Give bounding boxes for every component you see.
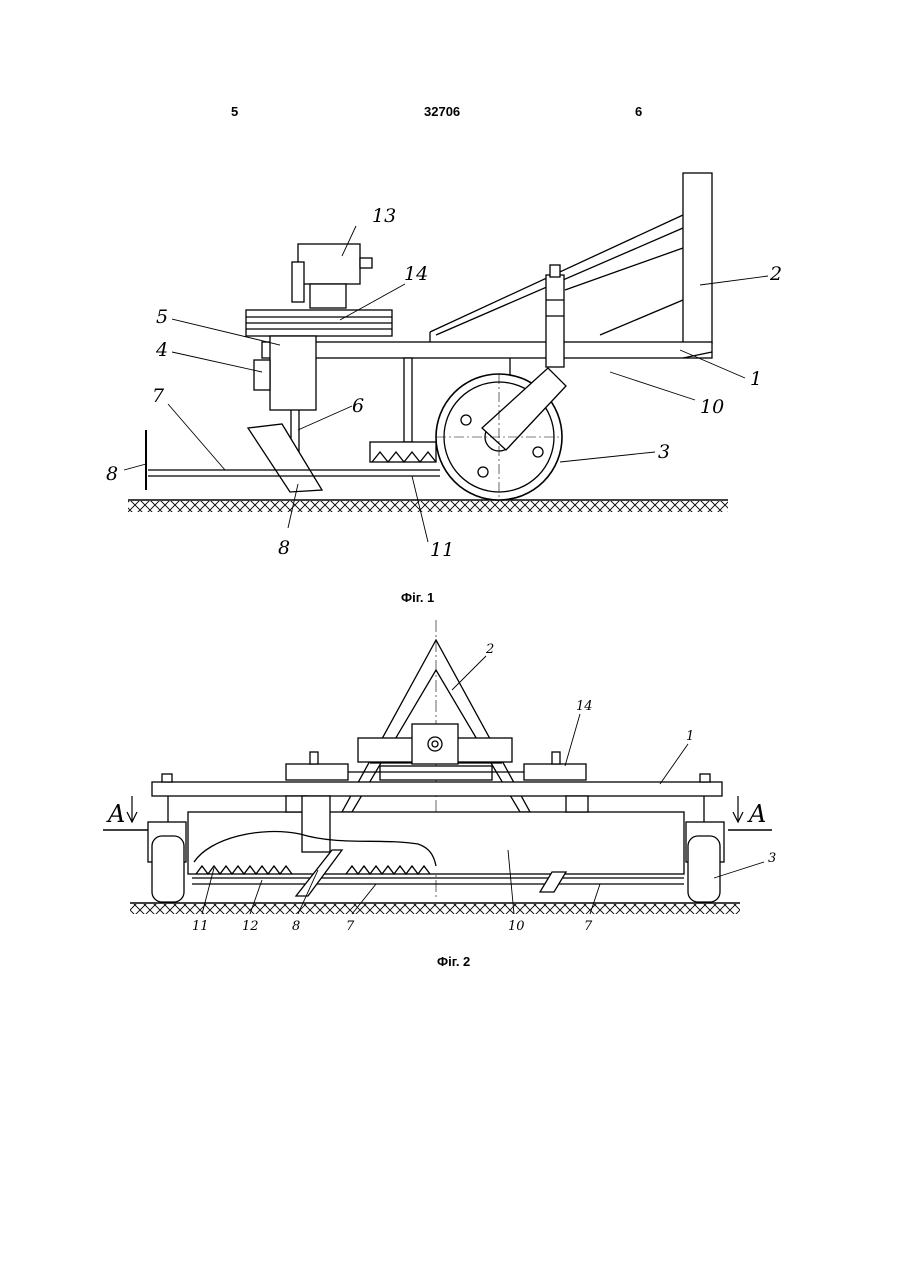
label-7-right: 7 [584, 919, 593, 934]
ground-hatch [128, 501, 728, 512]
figure-1-caption: Фіг. 1 [401, 590, 434, 605]
label-7: 7 [152, 385, 165, 407]
label-12: 12 [242, 919, 259, 934]
label-13: 13 [372, 205, 396, 227]
label-11: 11 [430, 539, 454, 561]
label-3: 3 [768, 851, 776, 866]
label-10: 10 [700, 396, 724, 418]
label-2: 2 [769, 263, 782, 285]
label-3: 3 [658, 441, 670, 463]
label-14: 14 [576, 699, 593, 714]
label-5: 5 [156, 306, 168, 328]
label-8: 8 [292, 919, 300, 934]
fig1-drawing [124, 173, 768, 542]
label-1: 1 [750, 368, 762, 390]
label-6: 6 [352, 395, 364, 417]
figure-2-caption: Фіг. 2 [437, 954, 470, 969]
label-2: 2 [485, 642, 494, 657]
label-8-bottom: 8 [278, 537, 290, 559]
label-11: 11 [192, 919, 209, 934]
label-4: 4 [155, 339, 168, 361]
section-a-right: A [747, 800, 766, 828]
label-7-left: 7 [346, 919, 355, 934]
label-8-left: 8 [106, 463, 118, 485]
label-14: 14 [404, 263, 428, 285]
section-a-left: A [106, 800, 125, 828]
label-10: 10 [508, 919, 525, 934]
label-1: 1 [686, 729, 694, 744]
ground-hatch-2 [130, 904, 740, 914]
fig2-drawing [103, 620, 772, 914]
